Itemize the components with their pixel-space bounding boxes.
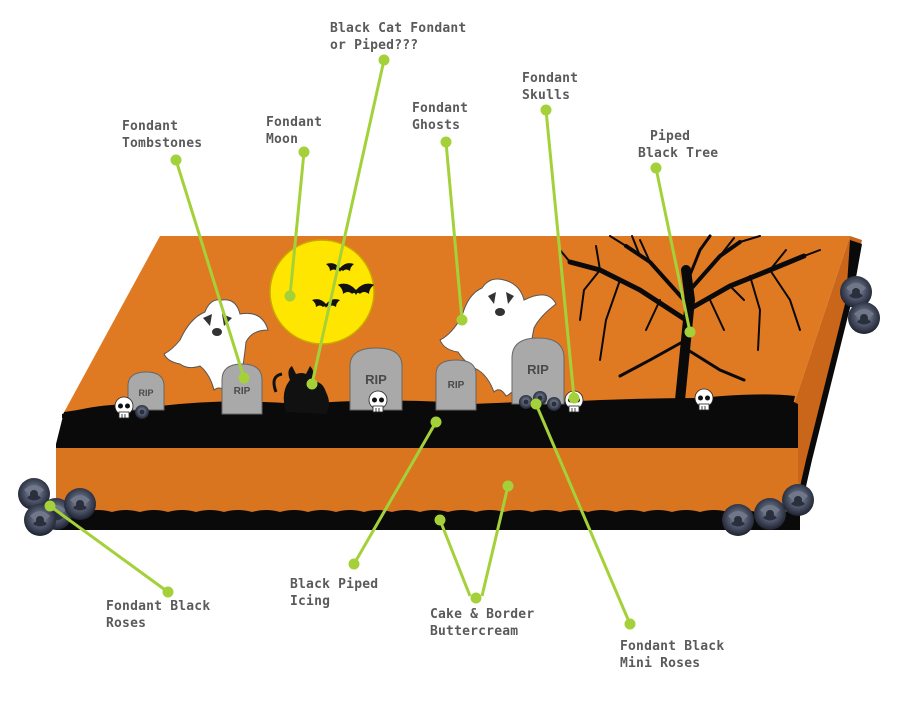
label-skulls: Fondant Skulls bbox=[522, 70, 578, 104]
label-black-roses: Fondant Black Roses bbox=[106, 598, 210, 632]
label-cake-border: Cake & Border Buttercream bbox=[430, 606, 534, 640]
tombstone-5: RIP bbox=[511, 337, 565, 405]
label-piped-icing: Black Piped Icing bbox=[290, 576, 378, 610]
label-line: Buttercream bbox=[430, 624, 519, 639]
label-line: Black Piped bbox=[290, 577, 379, 592]
label-line: Black Tree bbox=[638, 146, 719, 161]
label-line: or Piped??? bbox=[330, 38, 419, 53]
label-line: Fondant bbox=[266, 115, 323, 130]
tombstone-2: RIP bbox=[221, 363, 263, 415]
label-line: Fondant bbox=[412, 101, 469, 116]
tombstone-text: RIP bbox=[527, 362, 549, 377]
label-line: Fondant bbox=[522, 71, 579, 86]
label-line: Piped bbox=[650, 129, 691, 144]
label-line: Black Cat Fondant bbox=[330, 21, 467, 36]
tombstone-text: RIP bbox=[365, 372, 387, 387]
label-mini-roses: Fondant Black Mini Roses bbox=[620, 638, 724, 672]
label-line: Tombstones bbox=[122, 136, 203, 151]
label-line: Moon bbox=[266, 132, 299, 147]
right-shell-border bbox=[796, 240, 862, 504]
label-line: Skulls bbox=[522, 88, 571, 103]
tombstone-text: RIP bbox=[448, 380, 465, 391]
label-line: Roses bbox=[106, 616, 147, 631]
cake-front bbox=[56, 446, 798, 516]
black-cat bbox=[272, 366, 329, 414]
label-line: Fondant Black bbox=[620, 639, 725, 654]
label-line: Mini Roses bbox=[620, 656, 701, 671]
tombstone-4: RIP bbox=[435, 359, 477, 411]
label-line: Cake & Border bbox=[430, 607, 535, 622]
tombstone-3: RIP bbox=[349, 347, 403, 411]
tombstone-text: RIP bbox=[138, 388, 153, 398]
bottom-shell-border bbox=[56, 510, 800, 530]
leader-lines bbox=[44, 54, 696, 630]
label-line: Fondant bbox=[122, 119, 179, 134]
label-moon: Fondant Moon bbox=[266, 114, 322, 148]
ghost-right bbox=[439, 278, 557, 397]
tombstone-1: RIP bbox=[127, 371, 165, 411]
label-line: Icing bbox=[290, 594, 331, 609]
label-ghosts: Fondant Ghosts bbox=[412, 100, 468, 134]
label-black-cat: Black Cat Fondant or Piped??? bbox=[330, 20, 466, 54]
tombstone-text: RIP bbox=[234, 386, 251, 397]
label-line: Ghosts bbox=[412, 118, 461, 133]
label-tree: Piped Black Tree bbox=[638, 128, 718, 162]
label-tombstones: Fondant Tombstones bbox=[122, 118, 202, 152]
cake-right-side bbox=[790, 236, 862, 510]
label-line: Fondant Black bbox=[106, 599, 211, 614]
